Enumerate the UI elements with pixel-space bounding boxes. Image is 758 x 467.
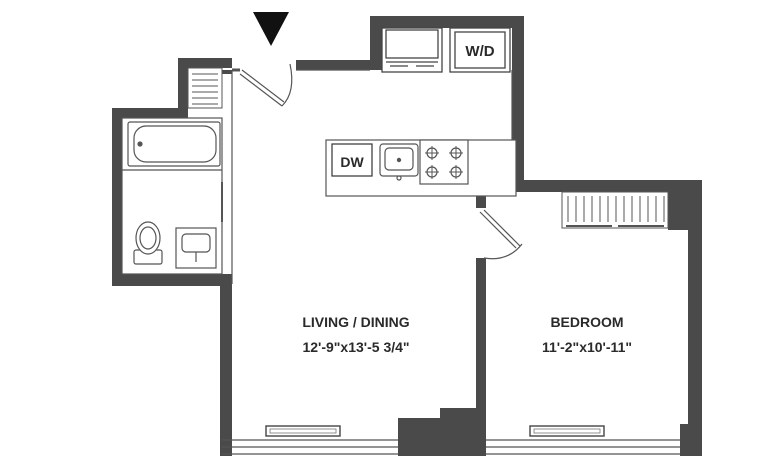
bathroom-sink-icon [175, 227, 217, 269]
bedroom-dimensions: 11'-2"x10'-11" [542, 339, 632, 355]
radiator-bedroom [529, 425, 605, 437]
washer-dryer-label: W/D [465, 43, 494, 60]
linen-closet [187, 67, 223, 109]
bedroom-door [479, 209, 523, 260]
kitchen-sink-icon [379, 143, 419, 181]
living-dining-dimensions: 12'-9"x13'-5 3/4" [302, 339, 409, 355]
stove-icon [419, 139, 469, 185]
washer-dryer-closet [381, 27, 511, 73]
living-dining-label: LIVING / DINING [302, 314, 409, 330]
kitchen-counter [325, 139, 517, 197]
dishwasher-label: DW [340, 154, 364, 170]
bedroom-closet [561, 191, 669, 229]
bottom-windows [222, 439, 680, 455]
radiator-living [265, 425, 341, 437]
bathroom [121, 117, 223, 275]
bedroom-label: BEDROOM [550, 314, 623, 330]
bathtub-icon [127, 121, 221, 167]
toilet-icon [133, 221, 163, 265]
entry-door [232, 63, 293, 107]
entry-arrow-icon [253, 12, 289, 46]
walls [112, 12, 702, 456]
